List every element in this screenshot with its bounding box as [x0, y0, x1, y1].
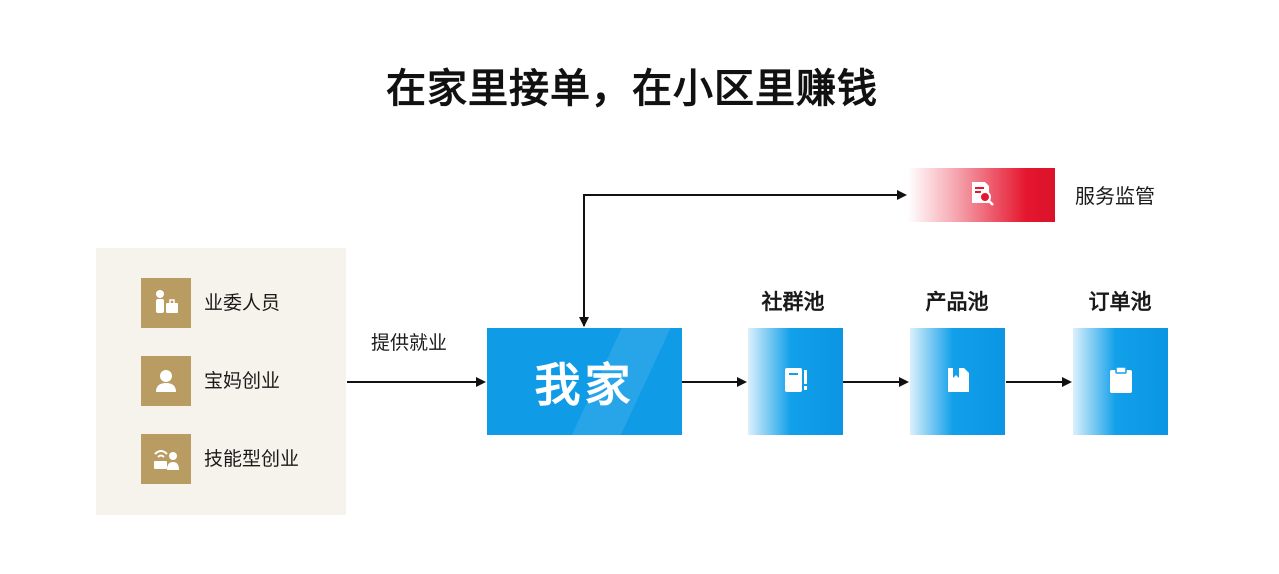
bookmark-document-icon	[942, 364, 974, 400]
main-node-label: 我家	[534, 357, 635, 412]
notebook-icon	[780, 364, 812, 400]
role-label-mother: 宝妈创业	[204, 370, 281, 392]
supervision-node	[908, 168, 1055, 222]
product-pool-label: 产品池	[925, 290, 989, 314]
page-title: 在家里接单，在小区里赚钱	[386, 66, 878, 112]
supervision-label: 服务监管	[1075, 184, 1155, 208]
roles-panel: 业委人员 宝妈创业 技能型创业	[96, 248, 346, 515]
skilled-worker-icon	[141, 434, 191, 484]
order-pool-node	[1073, 328, 1168, 435]
employment-label: 提供就业	[371, 332, 448, 354]
product-pool-node	[910, 328, 1005, 435]
main-node-stripe	[487, 328, 682, 435]
mother-icon	[141, 356, 191, 406]
community-pool-node	[748, 328, 843, 435]
role-label-committee: 业委人员	[204, 292, 281, 314]
document-search-icon	[968, 179, 996, 211]
main-node: 我家	[487, 328, 682, 435]
order-pool-label: 订单池	[1088, 290, 1152, 314]
role-label-skilled: 技能型创业	[204, 448, 300, 470]
committee-member-icon	[141, 278, 191, 328]
clipboard-icon	[1105, 364, 1137, 400]
community-pool-label: 社群池	[761, 290, 825, 314]
